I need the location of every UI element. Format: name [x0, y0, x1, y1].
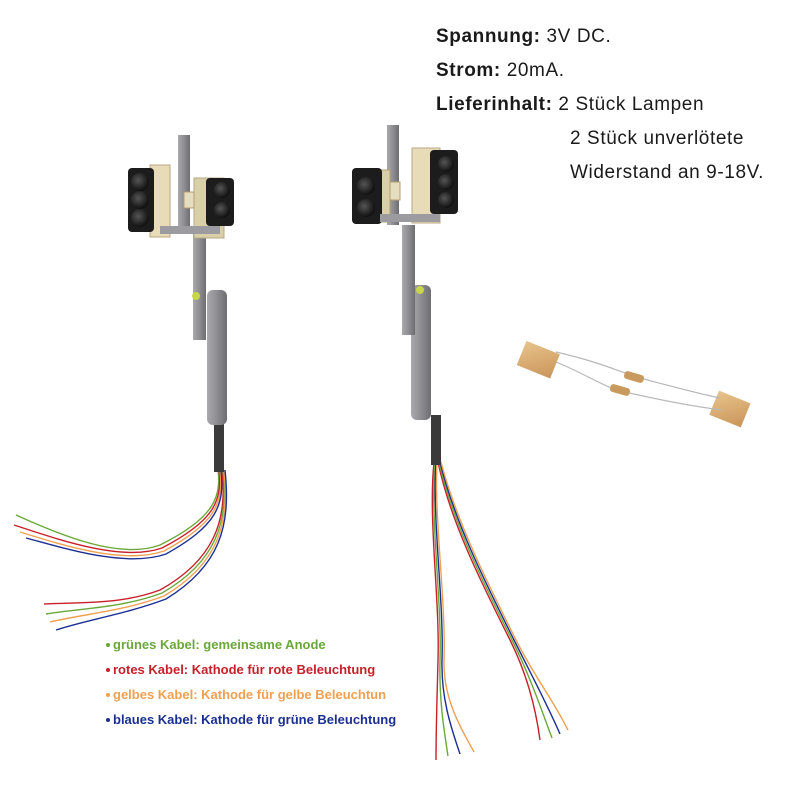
spec-current: Strom: 20mA.	[436, 54, 764, 88]
cable-sleeve	[431, 415, 441, 465]
traffic-light-left	[13, 135, 234, 631]
marker-dot	[192, 292, 200, 300]
cable-sleeve	[214, 420, 224, 472]
legend-item-green: grünes Kabel: gemeinsame Anode	[106, 636, 396, 661]
bullet-icon	[106, 642, 110, 647]
spec-contents-line3: Widerstand an 9-18V.	[570, 162, 765, 183]
resistor-lead	[555, 361, 723, 411]
marker-dot	[416, 286, 424, 294]
cable-legend: grünes Kabel: gemeinsame Anode rotes Kab…	[106, 636, 396, 736]
spec-key: Spannung:	[436, 26, 541, 47]
spec-contents: Lieferinhalt: 2 Stück Lampen	[436, 88, 764, 122]
pole-base	[411, 285, 431, 420]
resistor-body	[609, 384, 631, 396]
bullet-icon	[106, 692, 110, 697]
legend-item-red: rotes Kabel: Kathode für rote Beleuchtun…	[106, 661, 396, 686]
bracket	[160, 226, 220, 234]
spec-value: 20mA.	[506, 60, 565, 81]
pole-top	[178, 135, 190, 230]
bullet-icon	[106, 667, 110, 672]
pole-mast	[402, 225, 415, 335]
spec-voltage: Spannung: 3V DC.	[436, 20, 764, 54]
spec-key: Strom:	[436, 60, 501, 81]
legend-item-yellow: gelbes Kabel: Kathode für gelbe Beleucht…	[106, 686, 396, 711]
resistor-pad-left	[516, 340, 560, 379]
signal-head-left-a	[128, 164, 171, 238]
pole-base	[207, 290, 227, 425]
traffic-light-right	[352, 125, 569, 761]
cable-bundle-right	[431, 461, 569, 761]
spec-value: 3V DC.	[546, 26, 612, 47]
legend-text: rotes Kabel: Kathode für rote Beleuchtun…	[113, 662, 376, 677]
spec-contents-line2: 2 Stück unverlötete	[570, 128, 745, 149]
spec-key: Lieferinhalt:	[436, 94, 553, 115]
resistor-pair	[516, 340, 751, 428]
legend-text: gelbes Kabel: Kathode für gelbe Beleucht…	[113, 687, 387, 702]
bullet-icon	[106, 717, 110, 722]
signal-head-right-b	[411, 147, 458, 224]
spec-value: 2 Stück Lampen	[558, 94, 705, 115]
specifications: Spannung: 3V DC. Strom: 20mA. Lieferinha…	[436, 20, 764, 190]
legend-item-blue: blaues Kabel: Kathode für grüne Beleucht…	[106, 711, 396, 736]
pole-mast	[193, 230, 206, 340]
bracket	[380, 214, 440, 222]
cable-bundle-left	[13, 469, 228, 631]
resistor-pad-right	[709, 390, 751, 428]
signal-head-right-a	[352, 168, 401, 224]
resistor-body	[623, 371, 645, 383]
legend-text: blaues Kabel: Kathode für grüne Beleucht…	[113, 712, 397, 727]
legend-text: grünes Kabel: gemeinsame Anode	[113, 637, 326, 652]
